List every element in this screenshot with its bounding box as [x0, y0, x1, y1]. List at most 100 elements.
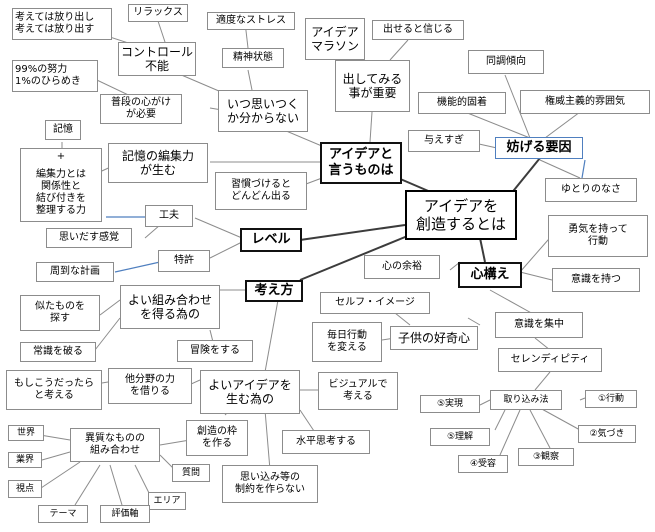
node-habit-makes-more[interactable]: 習慣づけると どんどん出る — [215, 172, 307, 210]
edge — [467, 317, 481, 326]
node-lack-of-leeway[interactable]: ゆとりのなさ — [545, 178, 637, 202]
edge — [369, 111, 373, 143]
branch-way-of-thinking[interactable]: 考え方 — [245, 280, 303, 302]
node-memory-editing[interactable]: 記憶の編集力 が生む — [108, 143, 208, 183]
node-serendipity[interactable]: セレンディピティ — [498, 348, 602, 372]
node-act-with-courage[interactable]: 勇気を持って 行動 — [548, 215, 648, 257]
edge — [159, 439, 191, 446]
node-memory[interactable]: 記憶 — [45, 120, 81, 140]
node-no-constraints[interactable]: 思い込み等の 制約を作らない — [222, 465, 318, 503]
edge — [209, 241, 243, 259]
node-uncontrollable[interactable]: コントロール 不能 — [118, 42, 196, 76]
node-break-common-sense[interactable]: 常識を破る — [20, 342, 96, 362]
edge — [529, 409, 551, 449]
node-functional-fixedness[interactable]: 機能的固着 — [418, 92, 506, 114]
node-careful-plan[interactable]: 周到な計画 — [36, 262, 114, 282]
node-take-risks[interactable]: 冒険をする — [177, 340, 253, 362]
node-step-action[interactable]: ①行動 — [585, 390, 637, 408]
edge — [519, 271, 553, 281]
node-unknown-timing[interactable]: いつ思いつく か分からない — [218, 90, 308, 132]
node-ingenuity[interactable]: 工夫 — [145, 205, 193, 227]
center-topic-node[interactable]: アイデアを 創造するとは — [405, 190, 517, 240]
edge-main — [509, 157, 541, 196]
edge — [539, 407, 581, 431]
node-area[interactable]: エリア — [148, 492, 186, 510]
node-trying-is-important[interactable]: 出してみる 事が重要 — [335, 60, 410, 112]
edge — [37, 461, 81, 491]
node-heterogeneous-combination[interactable]: 異質なものの 組み合わせ — [70, 428, 160, 462]
node-step-realization[interactable]: ⑤実現 — [420, 395, 480, 413]
node-authoritarian-atmosphere[interactable]: 権威主義的雰囲気 — [520, 90, 650, 114]
node-world[interactable]: 世界 — [8, 425, 44, 441]
branch-mindset[interactable]: 心構え — [458, 262, 522, 288]
node-creative-frame[interactable]: 創造の枠 を作る — [186, 420, 248, 456]
node-think-visually[interactable]: ビジュアルで 考える — [318, 372, 398, 410]
node-editing-power[interactable]: + 編集力とは 関係性と 結び付きを 整理する力 — [20, 148, 102, 222]
branch-level[interactable]: レベル — [240, 228, 302, 252]
edge — [489, 289, 536, 316]
node-self-image[interactable]: セルフ・イメージ — [320, 292, 430, 314]
node-effort-inspiration[interactable]: 99%の努力 1%のひらめき — [12, 60, 98, 92]
edge — [264, 299, 279, 373]
node-change-daily-action[interactable]: 毎日行動 を変える — [312, 322, 382, 362]
edge-main — [299, 234, 411, 281]
node-focus-attention[interactable]: 意識を集中 — [495, 312, 583, 338]
node-industry[interactable]: 業界 — [8, 452, 42, 468]
edge — [264, 409, 271, 471]
node-find-similar[interactable]: 似たものを 探す — [20, 295, 100, 331]
node-childlike-curiosity[interactable]: 子供の好奇心 — [390, 326, 478, 350]
node-step-understanding[interactable]: ⑤理解 — [430, 428, 490, 446]
node-viewpoint[interactable]: 視点 — [8, 480, 42, 498]
edge — [134, 464, 151, 496]
editing-power-text: 編集力とは 関係性と 結び付きを 整理する力 — [36, 169, 86, 216]
node-recall-feeling[interactable]: 思いだす感覚 — [46, 228, 132, 248]
edge — [39, 434, 71, 441]
edge-blue — [114, 261, 161, 273]
node-step-awareness[interactable]: ②気づき — [578, 425, 636, 443]
edge — [579, 397, 586, 401]
edge — [539, 159, 581, 179]
node-believe-can-produce[interactable]: 出せると信じる — [372, 20, 464, 40]
edge — [109, 464, 123, 506]
node-good-combination[interactable]: よい組み合わせ を得る為の — [120, 285, 220, 329]
edge-blue — [581, 159, 586, 179]
edge — [144, 224, 161, 239]
node-theme[interactable]: テーマ — [38, 505, 88, 523]
edge — [504, 74, 531, 139]
edge — [494, 409, 506, 431]
node-step-acceptance[interactable]: ④受容 — [458, 455, 508, 473]
node-everyday-mindfulness[interactable]: 普段の心がけ が必要 — [100, 94, 182, 124]
edge — [464, 111, 531, 139]
node-conformity[interactable]: 同調傾向 — [468, 50, 544, 74]
branch-idea-to-iumono[interactable]: アイデアと 言うものは — [320, 142, 402, 184]
edge — [544, 111, 581, 139]
edge — [74, 464, 101, 506]
edge — [247, 69, 253, 91]
node-be-conscious[interactable]: 意識を持つ — [552, 268, 640, 292]
edge — [94, 317, 121, 351]
node-mental-state[interactable]: 精神状態 — [222, 48, 284, 68]
node-borrow-other-fields[interactable]: 他分野の力 を借りる — [108, 368, 192, 404]
node-idea-marathon[interactable]: アイデア マラソン — [305, 18, 365, 60]
node-peace-of-mind[interactable]: 心の余裕 — [364, 255, 440, 279]
edge — [479, 399, 491, 406]
node-lateral-thinking[interactable]: 水平思考する — [282, 430, 370, 454]
node-moderate-stress[interactable]: 適度なストレス — [207, 12, 295, 30]
plus-sign: + — [56, 151, 66, 162]
node-relax[interactable]: リラックス — [128, 4, 188, 22]
node-evaluation-axis[interactable]: 評価軸 — [100, 505, 150, 523]
edge — [194, 217, 243, 239]
node-patent[interactable]: 特許 — [158, 250, 210, 272]
node-question[interactable]: 質問 — [172, 464, 210, 482]
node-what-if[interactable]: もしこうだったら と考える — [6, 370, 102, 410]
node-intake-method[interactable]: 取り込み法 — [490, 390, 562, 410]
node-kangaetewa-hoori[interactable]: 考えては放り出し 考えては放り出す — [12, 8, 112, 40]
node-giving-too-much[interactable]: 与えすぎ — [408, 130, 480, 152]
edge — [534, 371, 551, 391]
edge-main — [299, 224, 406, 241]
edge-main — [479, 237, 486, 263]
node-good-ideas[interactable]: よいアイデアを 生む為の — [200, 370, 300, 414]
edge — [499, 409, 521, 456]
branch-obstacles[interactable]: 妨げる要因 — [495, 137, 583, 159]
node-step-observation[interactable]: ③観察 — [518, 448, 574, 466]
